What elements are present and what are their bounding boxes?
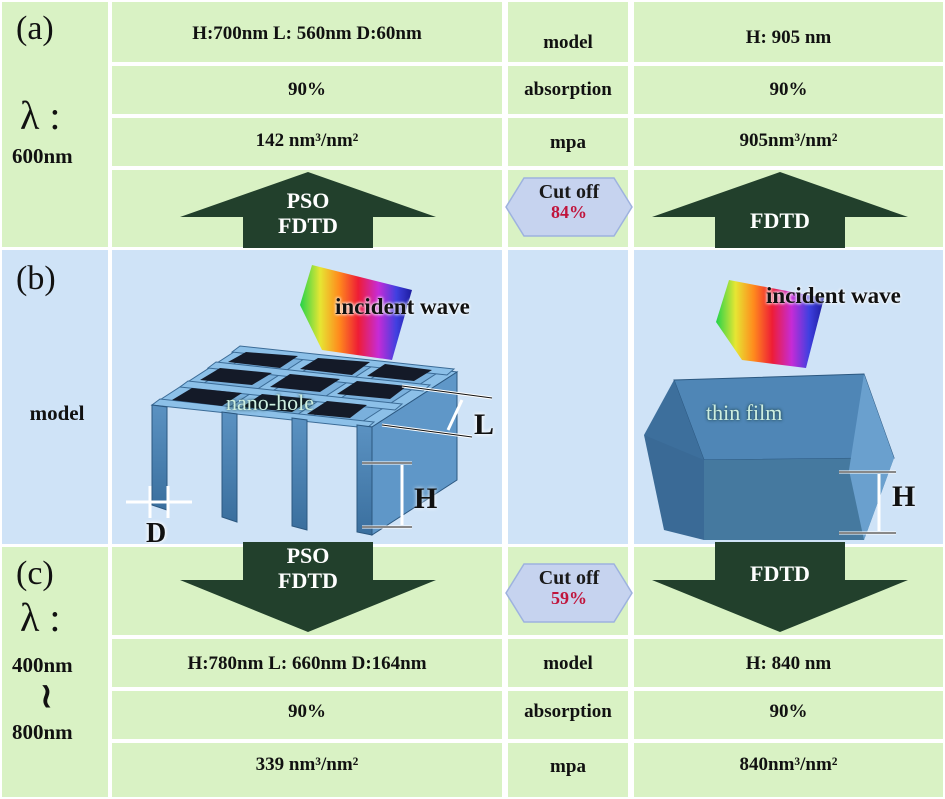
thin-film-label: thin film xyxy=(706,400,783,425)
range-start-label: 400nm xyxy=(12,653,73,677)
top-left-row2 xyxy=(112,66,502,114)
incident-wave-label-right: incident wave xyxy=(766,283,901,308)
bottom-right-row3 xyxy=(634,743,943,797)
top-left-absorption: 90% xyxy=(288,79,326,100)
bottom-left-row1 xyxy=(112,639,502,687)
up-arrow-left xyxy=(180,172,436,248)
incident-wave-shape-right xyxy=(716,280,824,368)
bottom-left-mpa: 339 nm³/nm² xyxy=(255,754,359,775)
top-left-row1 xyxy=(112,2,502,62)
mid-mid-cell xyxy=(508,250,628,544)
cutoff-badge-bottom xyxy=(505,563,633,623)
bottom-left-row3 xyxy=(112,743,502,797)
dim-L-label: L xyxy=(474,408,495,441)
top-mid-row1 xyxy=(508,2,628,62)
bottom-left-model-value: H:780nm L: 660nm D:164nm xyxy=(187,653,427,674)
nano-hole-model xyxy=(126,265,493,536)
dim-D-label: D xyxy=(146,518,167,549)
bottom-mid-row1 xyxy=(508,639,628,687)
down-arrow-left xyxy=(180,542,436,632)
bottom-mid-row3 xyxy=(508,743,628,797)
top-label-cell xyxy=(2,2,108,247)
cutoff-bottom-value: 59% xyxy=(551,588,587,608)
bottom-label-cell xyxy=(2,547,108,797)
cutoff-top-text: Cut off 84% xyxy=(504,181,634,223)
mid-label-cell xyxy=(2,250,108,544)
lambda-symbol-top: λ : xyxy=(20,93,61,138)
panel-label-b: (b) xyxy=(16,260,56,297)
top-left-mpa: 142 nm³/nm² xyxy=(255,130,359,151)
top-right-mpa: 905nm³/nm² xyxy=(739,130,838,151)
down-arrow-right-label: FDTD xyxy=(750,561,810,586)
bottom-mpa-header: mpa xyxy=(550,756,586,777)
up-arrow-left-label: PSO FDTD xyxy=(243,188,373,239)
top-mid-row2 xyxy=(508,66,628,114)
model-row-label: model xyxy=(29,401,85,425)
top-right-model-value: H: 905 nm xyxy=(745,27,832,48)
lambda-symbol-bottom: λ : xyxy=(20,595,61,640)
top-absorption-header: absorption xyxy=(524,79,612,100)
down-arrow-right xyxy=(652,542,908,632)
top-left-row3 xyxy=(112,118,502,166)
top-mpa-header: mpa xyxy=(550,132,586,153)
up-arrow-right-label: FDTD xyxy=(750,208,810,233)
bottom-left-absorption: 90% xyxy=(288,701,326,722)
range-tilde: ≀ xyxy=(40,678,53,715)
down-arrow-left-line2: FDTD xyxy=(278,568,338,594)
incident-wave-label-left: incident wave xyxy=(335,294,470,319)
bottom-right-row2 xyxy=(634,691,943,739)
bottom-model-header: model xyxy=(543,653,593,674)
panel-label-a: (a) xyxy=(16,10,54,47)
cutoff-bottom-label: Cut off xyxy=(538,567,600,589)
top-right-row2 xyxy=(634,66,943,114)
top-left-model-value: H:700nm L: 560nm D:60nm xyxy=(192,23,422,44)
top-right-row3 xyxy=(634,118,943,166)
bottom-right-row1 xyxy=(634,639,943,687)
range-end-label: 800nm xyxy=(12,720,73,744)
up-arrow-left-line2: FDTD xyxy=(278,213,338,239)
up-arrow-right xyxy=(652,172,908,248)
down-arrow-left-label: PSO FDTD xyxy=(243,543,373,594)
bottom-right-mpa: 840nm³/nm² xyxy=(739,754,838,775)
cutoff-top-value: 84% xyxy=(551,202,587,222)
top-right-absorption: 90% xyxy=(769,79,808,100)
dim-H-label-right: H xyxy=(892,480,916,513)
top-right-row1 xyxy=(634,2,943,62)
cutoff-top-label: Cut off xyxy=(538,181,600,203)
incident-wave-shape-left xyxy=(300,265,412,360)
top-mid-row3 xyxy=(508,118,628,166)
nano-hole-label: nano-hole xyxy=(226,390,314,415)
dim-H-label-left: H xyxy=(414,482,438,515)
bottom-right-absorption: 90% xyxy=(769,701,808,722)
wavelength-label-top: 600nm xyxy=(12,144,73,168)
bottom-left-row2 xyxy=(112,691,502,739)
bottom-mid-row2 xyxy=(508,691,628,739)
panel-label-c: (c) xyxy=(16,555,54,592)
cutoff-badge-top xyxy=(505,177,633,237)
bottom-right-model-value: H: 840 nm xyxy=(745,653,832,674)
cutoff-bottom-text: Cut off 59% xyxy=(504,567,634,609)
bottom-absorption-header: absorption xyxy=(524,701,612,722)
top-model-header: model xyxy=(543,32,593,53)
down-arrow-left-line1: PSO xyxy=(286,543,330,568)
thin-film-model xyxy=(644,280,896,540)
up-arrow-left-line1: PSO xyxy=(286,188,330,213)
